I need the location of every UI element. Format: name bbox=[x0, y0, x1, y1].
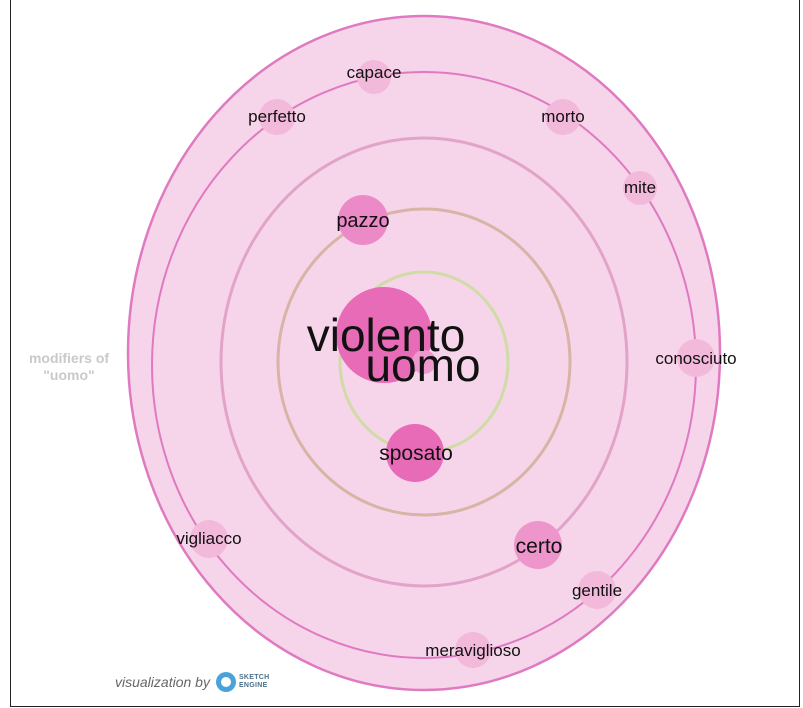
bubble-gentile[interactable] bbox=[578, 571, 616, 609]
logo-line1: SKETCH bbox=[238, 674, 270, 681]
axis-label-line1: modifiers of bbox=[28, 350, 110, 366]
word-sposato[interactable]: sposato bbox=[379, 442, 453, 465]
ring-inner bbox=[276, 207, 572, 517]
logo-line2: ENGINE bbox=[238, 682, 268, 689]
word-pazzo[interactable]: pazzo bbox=[336, 210, 389, 232]
bubble-violento[interactable] bbox=[336, 287, 432, 383]
bubble-meraviglioso[interactable] bbox=[455, 632, 491, 668]
bubble-vigliacco[interactable] bbox=[190, 520, 228, 558]
bubble-capace[interactable] bbox=[357, 60, 391, 94]
word-certo[interactable]: certo bbox=[516, 535, 563, 558]
bubble-mite[interactable] bbox=[623, 171, 657, 205]
word-gentile[interactable]: gentile bbox=[572, 581, 622, 600]
logo-text: SKETCH ENGINE bbox=[239, 674, 270, 690]
word-vigliacco[interactable]: vigliacco bbox=[176, 529, 241, 548]
word-capace[interactable]: capace bbox=[347, 63, 402, 82]
axis-label: modifiers of "uomo" bbox=[14, 350, 124, 384]
axis-label-line2: "uomo" bbox=[43, 367, 95, 383]
word-center-noun: uomo bbox=[365, 339, 480, 391]
bubble-morto[interactable] bbox=[545, 99, 581, 135]
sketch-engine-icon bbox=[215, 672, 236, 692]
word-conosciuto[interactable]: conosciuto bbox=[655, 349, 736, 368]
bubble-uomo bbox=[412, 350, 436, 374]
word-mite[interactable]: mite bbox=[624, 178, 656, 197]
bubble-perfetto[interactable] bbox=[259, 99, 295, 135]
bubble-certo[interactable] bbox=[514, 521, 562, 569]
word-meraviglioso[interactable]: meraviglioso bbox=[425, 641, 520, 660]
bubble-pazzo[interactable] bbox=[338, 195, 388, 245]
ring-middle bbox=[219, 136, 629, 588]
word-morto[interactable]: morto bbox=[541, 107, 584, 126]
sketch-engine-logo[interactable]: SKETCH ENGINE bbox=[215, 672, 270, 692]
word-center-modifier[interactable]: violento bbox=[307, 309, 466, 361]
bubble-sposato[interactable] bbox=[386, 424, 444, 482]
credit-text: visualization by bbox=[115, 674, 210, 690]
word-perfetto[interactable]: perfetto bbox=[248, 107, 306, 126]
bubble-conosciuto[interactable] bbox=[677, 339, 715, 377]
credit: visualization by SKETCH ENGINE bbox=[115, 672, 270, 692]
